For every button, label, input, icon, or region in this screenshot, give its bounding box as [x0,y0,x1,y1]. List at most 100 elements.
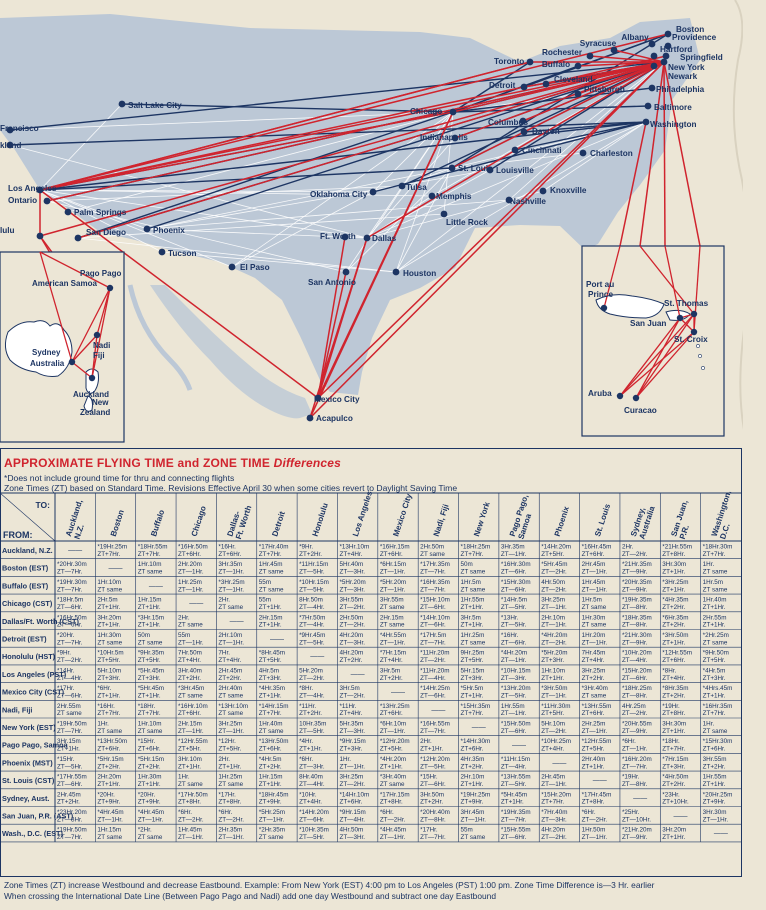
table-cell-line: ZT+1Hr. [97,693,120,700]
route-line [577,61,665,67]
table-cell-line: *16Hr.30m [501,561,531,568]
table-cell-line: *17Hr.15m [380,791,410,798]
table-cell: 2Hr.ZT+1Hr. [218,756,241,770]
table-cell-line: ZT+8Hr. [662,551,685,558]
table-cell-line: ZT same [138,728,163,735]
table-cell-empty: —— [270,636,284,643]
table-cell-line: *3Hr.25m [662,579,688,586]
table-cell-line: *8Hr.35m [662,685,688,692]
table-cell-line: ZT+8Hr. [178,799,201,806]
table-cell-line: 1Hr.30m [97,632,121,639]
table-cell-line: *19Hr. [662,703,680,710]
inset-label: Fiji [93,351,105,360]
table-cell-line: ZT—2Hr. [541,639,567,646]
table-cell-line: ZT+4Hr. [662,675,685,682]
caribbean-route-stub [663,61,666,247]
table-cell-line: 3Hr.50m [420,791,444,798]
city-dot [676,314,684,322]
route-line [452,61,531,113]
table-cell-line: 2Hr.15m [259,614,283,621]
table-cell-line: *20Hr. [138,791,156,798]
table-cell-line: *19Hr.50m [57,721,87,728]
caribbean-route-stub [639,61,665,247]
inset-label: Aruba [588,389,612,398]
city-dot-sanantonio [342,268,350,276]
table-note-ground-time: *Does not include ground time for thru a… [4,473,235,483]
city-label-toronto: Toronto [494,57,524,66]
table-cell-line: ZT—7Hr. [57,569,83,576]
route-line [71,361,93,379]
table-cell-line: ZT+1Hr. [138,781,161,788]
column-header-line: Buffalo [149,509,166,538]
city-label-syracuse: Syracuse [580,39,617,48]
table-cell-line: ZT—7Hr. [57,639,83,646]
city-dot-columbus [519,117,527,125]
table-cell-line: ZT+3Hr. [703,675,726,682]
table-cell: *16Hr.ZT—6Hr. [501,632,527,646]
table-cell-line: ZT—7Hr. [57,586,83,593]
baja-peninsula [127,284,193,391]
table-cell-line: *16Hr.20m [622,756,652,763]
table-cell: *19Hr.ZT—8Hr. [622,774,648,788]
table-cell-line: ZT+7Hr. [138,551,161,558]
table-cell-line: *12Hr.55m [662,650,692,657]
city-dot [600,304,608,312]
table-cell-line: 1Hr.10m [97,579,121,586]
table-cell: *18Hr.ZT+7Hr. [662,738,685,752]
route-line [542,121,647,192]
route-line [401,61,665,187]
table-cell-line: ZT+6Hr. [138,746,161,753]
table-cell: *10Hr.ZT+4Hr. [299,791,322,805]
route-line [454,61,665,139]
table-cell-line: 5Hr.15m [461,667,485,674]
city-dot [616,392,624,400]
table-cell-line: *21Hr.35m [622,561,652,568]
route-line [317,271,347,399]
table-cell-line: ZT+5Hr. [703,657,726,664]
route-line [639,245,695,315]
table-cell-empty: —— [633,795,647,802]
city-label-phoenix: Phoenix [153,226,185,235]
table-cell-line: ZT—6Hr. [501,569,527,576]
table-cell-line: 2Hr.40m [582,756,606,763]
table-cell-line: *11Hr.15m [501,756,530,763]
table-cell-line: ZT+6Hr. [461,746,484,753]
table-cell-line: ZT+2Hr. [420,799,443,806]
table-cell-line: ZT—1Hr. [380,639,406,646]
table-cell-line: 3Hr.25m [541,597,565,604]
table-cell-line: ZT+7Hr. [259,710,282,717]
table-cell-line: *15Hr. [57,756,75,763]
table-cell-line: ZT—6Hr. [299,816,325,823]
table-cell: *6Hr.ZT—3Hr. [299,756,325,770]
table-cell-line: ZT—4Hr. [299,622,325,629]
table-cell-line: *11Hr. [339,703,356,710]
city-dot-baltimore [644,102,652,110]
column-header-line: Boston [109,509,126,538]
route-line [395,167,453,273]
table-cell-line: ZT+1Hr. [380,763,403,770]
table-cell-line: ZT—1Hr. [541,604,567,611]
table-cell-line: *20Hr.55m [622,721,652,728]
table-cell-line: ZT+4Hr. [582,657,605,664]
